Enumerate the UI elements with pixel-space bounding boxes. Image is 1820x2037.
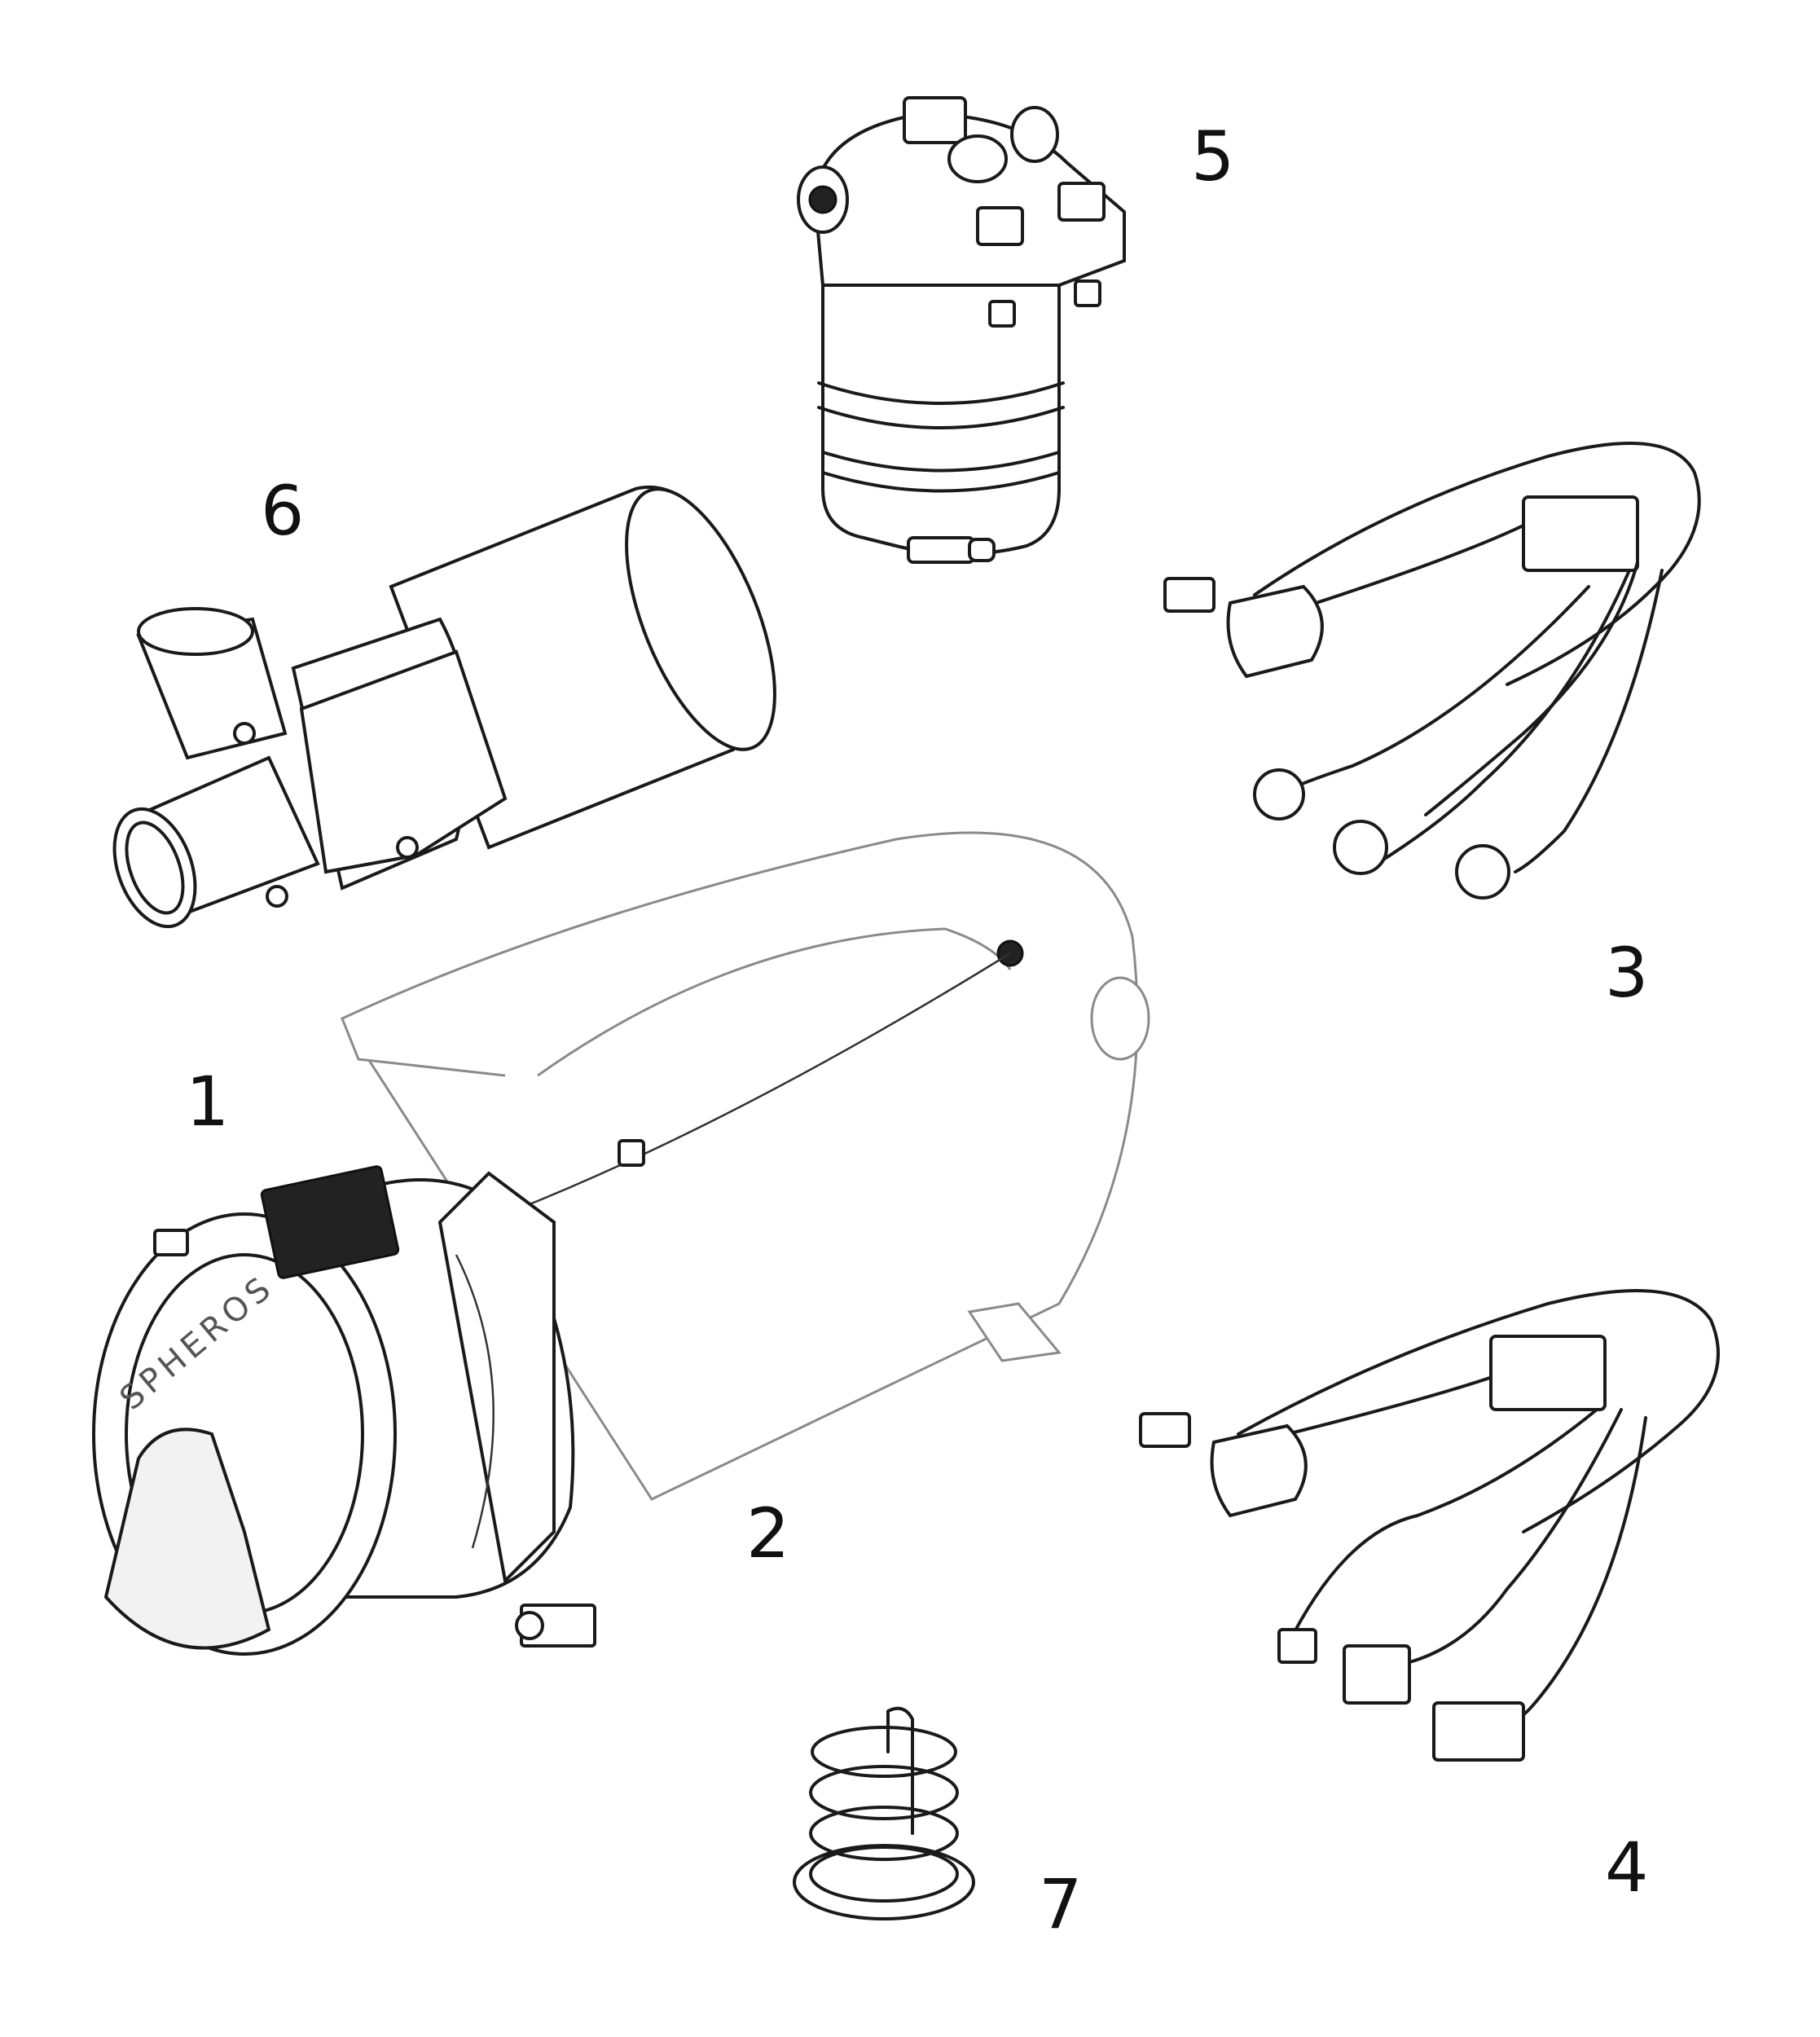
spring-clip-drawing xyxy=(793,1706,975,1920)
part-label-5: 5 xyxy=(1191,117,1235,196)
part-label-2: 2 xyxy=(746,1494,790,1573)
part-label-7: 7 xyxy=(1039,1864,1083,1944)
wiring-harness-a-drawing xyxy=(1163,442,1701,900)
circulation-pump-drawing xyxy=(112,485,776,929)
fuel-filter-drawing xyxy=(797,96,1126,564)
part-label-6: 6 xyxy=(261,471,305,551)
heater-drawing: SPHEROS xyxy=(92,831,1150,1656)
part-label-3: 3 xyxy=(1605,933,1649,1013)
part-label-4: 4 xyxy=(1605,1828,1649,1907)
part-label-1: 1 xyxy=(186,1062,230,1142)
wiring-harness-b-drawing xyxy=(1139,1289,1720,1762)
